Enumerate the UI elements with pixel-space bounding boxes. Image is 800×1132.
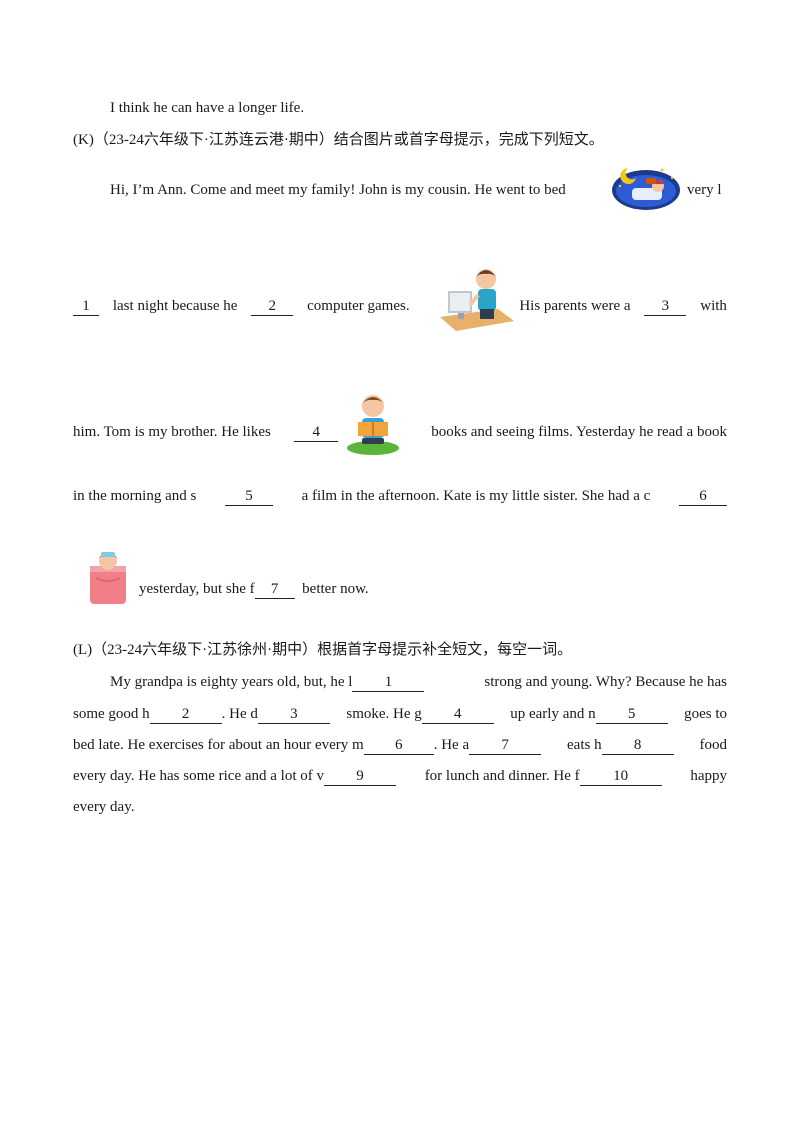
- blank-k3[interactable]: 3: [644, 298, 687, 316]
- k-line-3-text-a: him. Tom is my brother. He likes: [73, 424, 271, 440]
- k-line-2-text-c: His parents were a: [519, 298, 631, 314]
- blank-l4[interactable]: 4: [421, 706, 494, 724]
- l-line-3-text-a: bed late. He exercises for about an hour…: [73, 737, 364, 753]
- blank-l5[interactable]: 5: [595, 706, 668, 724]
- k-line-3-text-b: books and seeing films. Yesterday he rea…: [431, 424, 727, 440]
- k-line-1-end: very l: [687, 182, 722, 198]
- k-line-1-text: Hi, I’m Ann. Come and meet my family! Jo…: [110, 182, 566, 198]
- boy-at-computer-icon: [436, 265, 516, 340]
- blank-k6[interactable]: 6: [678, 488, 727, 506]
- blank-l8[interactable]: 8: [601, 737, 674, 755]
- l-line-3-text-d: food: [699, 737, 727, 753]
- l-line-2-text-c: smoke. He g: [346, 706, 422, 722]
- k-line-2-text-d: with: [700, 298, 727, 314]
- l-line-3-text-c: eats h: [567, 737, 602, 753]
- l-line-3-text-b: . He a: [433, 737, 470, 753]
- k-line-2-text-b: computer games.: [307, 298, 410, 314]
- l-line-4-text-a: every day. He has some rice and a lot of…: [73, 768, 325, 784]
- l-line-2-text-d: up early and n: [510, 706, 596, 722]
- l-line-2-text-a: some good h: [73, 706, 150, 722]
- k-line-4: in the morning and s 5 a film in the aft…: [73, 486, 727, 506]
- blank-k4[interactable]: 4: [294, 424, 339, 442]
- blank-l10[interactable]: 10: [579, 768, 662, 786]
- blank-l9[interactable]: 9: [324, 768, 397, 786]
- l-line-3: bed late. He exercises for about an hour…: [73, 735, 727, 755]
- blank-l7[interactable]: 7: [469, 737, 542, 755]
- k-line-4-text-a: in the morning and s: [73, 488, 197, 504]
- l-line-5: every day.: [73, 799, 135, 815]
- blank-l3[interactable]: 3: [257, 706, 330, 724]
- k-line-3: him. Tom is my brother. He likes 4 books…: [73, 422, 727, 442]
- l-line-4-text-b: for lunch and dinner. He f: [424, 768, 580, 784]
- l-line-2-text-b: . He d: [221, 706, 258, 722]
- section-l-heading: (L)（23-24六年级下·江苏徐州·期中）根据首字母提示补全短文，每空一词。: [73, 642, 573, 658]
- l-line-1-text-b: strong and young. Why? Because he has: [484, 674, 727, 690]
- l-line-2-text-e: goes to: [684, 706, 727, 722]
- blank-k5[interactable]: 5: [224, 488, 273, 506]
- section-k-heading: (K)（23-24六年级下·江苏连云港·期中）结合图片或首字母提示，完成下列短文…: [73, 132, 604, 148]
- k-line-5-text-b: better now.: [302, 581, 369, 597]
- boy-reading-book-icon: [344, 392, 402, 461]
- intro-line: I think he can have a longer life.: [110, 100, 305, 116]
- blank-k7[interactable]: 7: [254, 581, 295, 599]
- l-line-1-text-a: My grandpa is eighty years old, but, he …: [110, 674, 353, 690]
- blank-l6[interactable]: 6: [363, 737, 434, 755]
- k-line-2-text-a: last night because he: [112, 298, 238, 314]
- blank-l1[interactable]: 1: [352, 674, 425, 692]
- l-line-1: My grandpa is eighty years old, but, he …: [110, 672, 727, 692]
- sick-girl-in-bed-icon: [86, 548, 130, 611]
- sleeping-at-night-icon: [606, 160, 682, 219]
- l-line-4: every day. He has some rice and a lot of…: [73, 766, 727, 786]
- blank-l2[interactable]: 2: [149, 706, 222, 724]
- k-line-2: 1 last night because he 2 computer games…: [73, 296, 727, 316]
- blank-k2[interactable]: 2: [251, 298, 294, 316]
- k-line-4-text-b: a film in the afternoon. Kate is my litt…: [301, 488, 651, 504]
- blank-k1[interactable]: 1: [73, 298, 99, 316]
- k-line-5-text-a: yesterday, but she f: [139, 581, 255, 597]
- l-line-4-text-c: happy: [690, 768, 727, 784]
